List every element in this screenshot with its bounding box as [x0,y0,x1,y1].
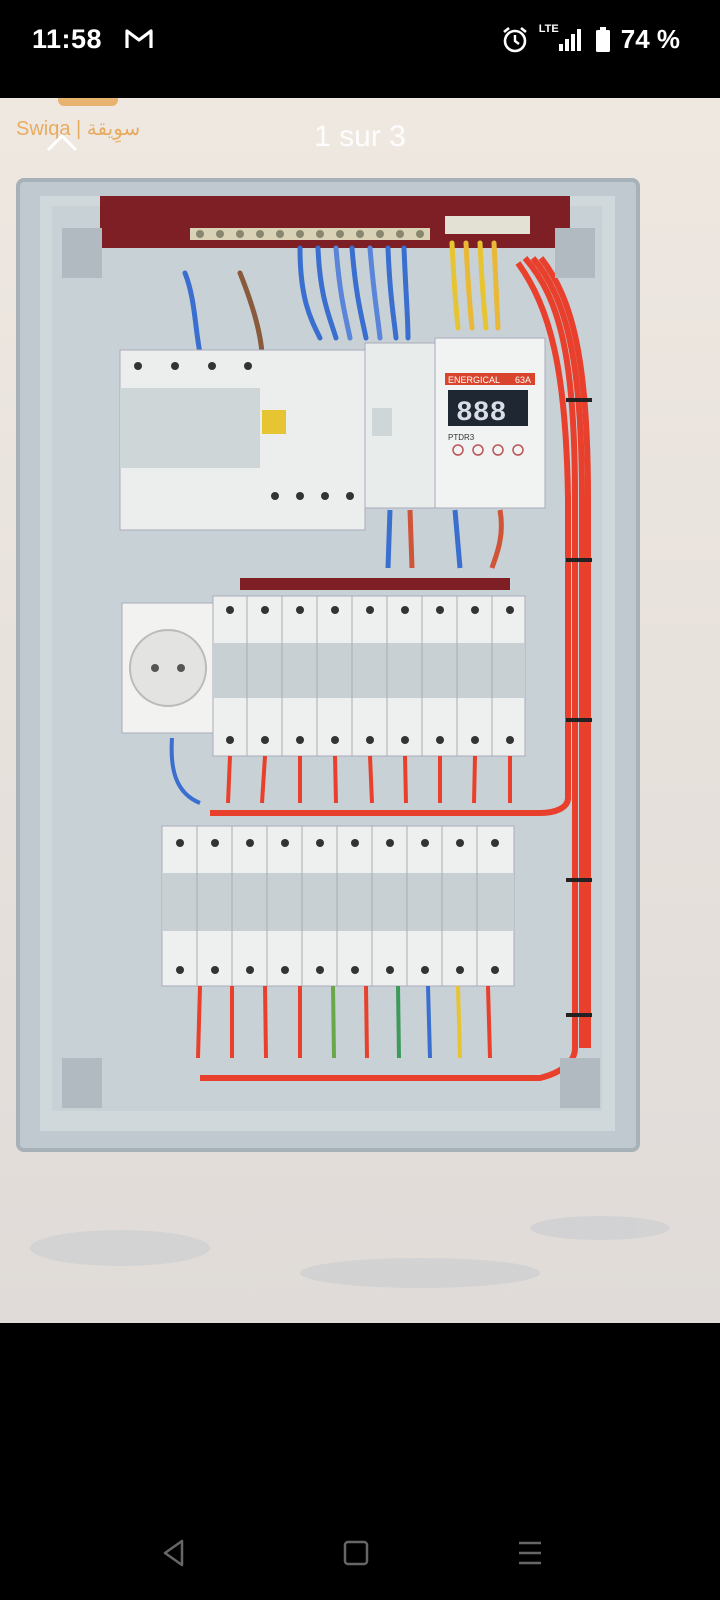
network-label: LTE [538,22,559,35]
relay-model: PTDR3 [448,433,475,442]
swiqa-logo-icon [58,98,118,106]
electrical-panel-photo: ENERGICAL 63A 888 PTDR3 [0,98,720,1323]
relay-readout: 888 [456,398,506,429]
photo-viewer[interactable]: ENERGICAL 63A 888 PTDR3 [0,98,720,1323]
relay-rating: 63A [515,375,531,385]
battery-icon [595,26,610,52]
status-bar: 11:58 LTE 74 % [0,0,720,98]
relay-brand: ENERGICAL [448,375,500,385]
watermark-text: Swiqa | سوِيقة [16,118,141,140]
back-icon[interactable] [160,1538,188,1568]
home-icon[interactable] [342,1538,370,1568]
alarm-icon [502,26,527,52]
close-icon[interactable] [44,120,80,156]
signal-icon: LTE [539,23,585,53]
battery-percent: 74 % [620,24,680,54]
menu-icon[interactable] [516,1538,544,1568]
image-counter: 1 sur 3 [314,120,406,153]
gmail-icon [125,29,153,48]
status-time: 11:58 [32,24,103,54]
